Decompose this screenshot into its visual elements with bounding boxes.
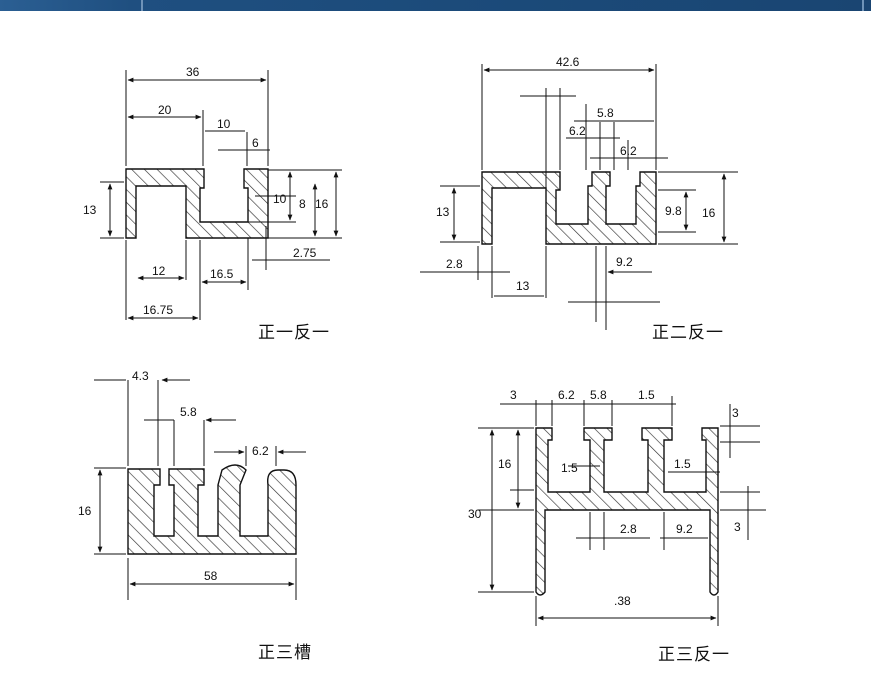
profile-3-caption: 正三槽 — [258, 643, 312, 663]
dim-9-2: 9.2 — [616, 255, 633, 269]
dim-13-side: 13 — [436, 205, 450, 219]
dim-10-top: 10 — [217, 117, 231, 131]
dim-5-8: 5.8 — [597, 106, 614, 120]
dim-3-right-bottom: 3 — [734, 520, 741, 534]
dim-6-2: 6.2 — [558, 388, 575, 402]
dim-6-2-b: 6.2 — [620, 144, 637, 158]
dim-1-5-left: 1.5 — [561, 461, 578, 475]
dim-13: 13 — [83, 203, 97, 217]
dim-2-75: 2.75 — [293, 246, 317, 260]
dim-16-75: 16.75 — [143, 303, 173, 317]
top-banner — [0, 0, 871, 11]
dim-3-right-top: 3 — [732, 406, 739, 420]
dim-6-2-a: 6.2 — [569, 124, 586, 138]
dim-10-side: 10 — [273, 192, 287, 206]
profile-2-caption: 正二反一 — [652, 323, 724, 343]
profile-4-caption: 正三反一 — [658, 645, 730, 665]
dim-9-2: 9.2 — [676, 522, 693, 536]
dim-16: 16 — [78, 504, 92, 518]
dim-42-6: 42.6 — [556, 55, 580, 69]
dim-30: 30 — [468, 507, 482, 521]
dim-12: 12 — [152, 264, 166, 278]
dim-6-2: 6.2 — [252, 444, 269, 458]
dim-4-3: 4.3 — [132, 369, 149, 383]
dim-1-5-top: 1.5 — [638, 388, 655, 402]
dim-38: .38 — [614, 594, 631, 608]
dim-2-8: 2.8 — [446, 257, 463, 271]
banner-divider — [862, 0, 864, 11]
dim-16: 16 — [702, 206, 716, 220]
dim-36: 36 — [186, 65, 200, 79]
dim-1-5-right: 1.5 — [674, 457, 691, 471]
dim-20: 20 — [158, 103, 172, 117]
dim-16: 16 — [315, 197, 329, 211]
dim-16: 16 — [498, 457, 512, 471]
dim-6: 6 — [252, 136, 259, 150]
banner-divider — [141, 0, 143, 11]
dim-2-8: 2.8 — [620, 522, 637, 536]
dim-8: 8 — [299, 197, 306, 211]
dim-58: 58 — [204, 569, 218, 583]
dim-5-8: 5.8 — [590, 388, 607, 402]
dim-5-8: 5.8 — [180, 405, 197, 419]
dim-16-5: 16.5 — [210, 267, 234, 281]
dim-9-8: 9.8 — [665, 204, 682, 218]
profile-1-caption: 正一反一 — [258, 323, 330, 343]
dim-3-left: 3 — [510, 388, 517, 402]
dim-13-bottom: 13 — [516, 279, 530, 293]
